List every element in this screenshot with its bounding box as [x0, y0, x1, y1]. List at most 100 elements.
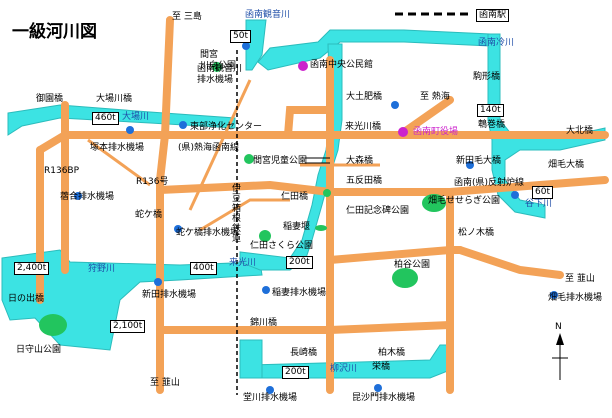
road-mid-right — [326, 246, 464, 264]
thin-road-kemo2 — [199, 198, 290, 232]
kanmiya-park-label: 間宮児童公園 — [253, 156, 308, 166]
kanami-higashi-label: 函南(県)反射炉線 — [454, 178, 525, 188]
r136-label: R136号 — [136, 177, 169, 187]
pump-stations — [74, 42, 558, 394]
vol-140t-label: 140t — [477, 104, 504, 117]
naka-pump-label: 蓿合排水機場 — [60, 192, 115, 202]
townhall-label: 函南町役場 — [413, 127, 459, 137]
hataake-park-label: 畑毛せせらぎ公園 — [428, 196, 501, 206]
to-nirayama-right-label: 至 韮山 — [565, 274, 595, 284]
omori-bridge-label: 大森橋 — [346, 156, 374, 166]
kanami-kannongawa-label: 函南観音川 — [245, 10, 291, 20]
yanagisawa-river-label: 柳沢川 — [330, 364, 358, 374]
kashiwagi-bridge-label: 柏木橋 — [378, 348, 406, 358]
hinode-bridge-label: 日の出橋 — [8, 294, 45, 304]
parks — [39, 62, 446, 336]
taniwashita-label: 谷下川 — [525, 199, 553, 209]
to-atami-label: 至 熱海 — [420, 92, 450, 102]
raikogawa-river — [239, 43, 343, 271]
vol-460t-label: 460t — [92, 112, 119, 125]
nita-sakura-park-marker — [259, 230, 271, 242]
vol-400t-label: 400t — [190, 262, 217, 275]
hajime-bridge-label: 長崎橋 — [290, 348, 318, 358]
road-nita — [156, 180, 334, 196]
kominkan-label: 函南中央公民館 — [310, 60, 374, 70]
ohba-river-label: 大場川 — [122, 112, 150, 122]
to-nirayama-left-label: 至 韮山 — [150, 378, 180, 388]
kanami-station-label: 函南駅 — [476, 9, 510, 22]
townhall-marker — [398, 127, 408, 137]
ken-atami-label: (県)熱海函南線 — [178, 143, 240, 153]
kiryu-bridge-label: 錦川橋 — [250, 318, 278, 328]
road-network — [36, 16, 609, 394]
kominkan-marker — [298, 61, 308, 71]
thin-road-tsukamoto — [87, 138, 151, 187]
taniwa-bridge-label: 鵯巻橋 — [478, 120, 506, 130]
raikogawa-label: 来光川 — [229, 258, 257, 268]
hataake-park-marker — [422, 194, 446, 212]
nita-kinen-park-marker — [323, 189, 331, 197]
matsunoki-bridge-label: 松ノ木橋 — [458, 228, 495, 238]
vol-50t-label: 50t — [230, 30, 251, 43]
hinomoriyama-park-label: 日守山公園 — [16, 345, 62, 355]
tobu-center-label: 東部浄化センター — [190, 122, 263, 132]
kashiwa-park-marker — [392, 268, 418, 288]
bottom-left-river — [239, 339, 263, 379]
map-title: 一級河川図 — [12, 22, 97, 42]
kanmiya-kawai-park-marker — [212, 62, 222, 72]
kanami-reigawa-label: 函南冷川 — [478, 38, 515, 48]
kanmiya-kawai-park-label: 間宮 川向公園 — [200, 50, 237, 71]
kariyagawa-label: 狩野川 — [88, 264, 116, 274]
north-arrow — [552, 333, 568, 380]
kanami-reigawa — [257, 29, 491, 71]
goshida-bridge-label: 五反田橋 — [346, 176, 383, 186]
otsuchimi-bridge-label: 大土肥橋 — [346, 92, 383, 102]
hataake-bridge-label: 畑毛大橋 — [548, 160, 585, 170]
road-r136bp-link — [36, 131, 69, 154]
mukaiyama-pump-label: 昆沙門排水機場 — [352, 393, 416, 403]
nita-kinen-park-label: 仁田記念碑公園 — [346, 206, 410, 216]
izu-hakone-label: 伊豆箱根鉄道 — [232, 184, 242, 244]
kannon-river — [245, 19, 267, 71]
ohkita-bridge-label: 大北橋 — [566, 126, 594, 136]
kyuno-bridge-label: 大場川橋 — [96, 94, 133, 104]
r136bp-label: R136BP — [44, 166, 80, 176]
shinkemo-bridge-label: 新田毛大橋 — [456, 156, 502, 166]
road-kominkan — [284, 106, 334, 139]
kemogawa-label: 蛇ケ橋 — [135, 210, 163, 220]
thin-road-kemo — [188, 79, 252, 211]
inazuma-pump-label: 稲妻排水機場 — [272, 288, 327, 298]
vol-60t-label: 60t — [532, 186, 553, 199]
north-label: N — [555, 322, 562, 332]
sanagawa-pump-label: 堂川排水機場 — [243, 393, 298, 403]
thin-roads — [87, 79, 380, 232]
kanmiya-park-marker — [244, 154, 254, 164]
koyanishi-bridge-label: 駒形橋 — [473, 72, 501, 82]
nisshin-bridge-label: 御園橋 — [36, 94, 64, 104]
road-far-right — [456, 246, 564, 279]
road-r136 — [156, 16, 174, 394]
shinden-pump-label: 新田排水機場 — [142, 290, 197, 300]
nita-sakura-park-label: 仁田さくら公園 — [250, 241, 314, 251]
road-bottom-horizontal — [156, 321, 454, 334]
hinomoriyama-park-marker — [39, 314, 67, 336]
kemogawa-pump-label: 蛇ケ橋排水機場 — [176, 228, 240, 238]
landmarks — [298, 61, 408, 137]
hataake-pump-label: 畑毛排水機場 — [548, 293, 603, 303]
inazuma-weir-label: 稲妻堰 — [283, 222, 311, 232]
raiko-bridge-label: 来光川橋 — [345, 122, 382, 132]
omori-bridge-mark — [305, 157, 330, 164]
sakae-bridge-label: 栄橋 — [372, 362, 391, 372]
nita-bridge-label: 仁田橋 — [281, 192, 309, 202]
tsukamoto-pump-label: 塚本排水機場 — [90, 143, 145, 153]
road-right-horizontal — [326, 176, 609, 196]
vol-2100t-label: 2,100t — [110, 320, 146, 333]
kashiwa-park-label: 柏谷公園 — [394, 260, 431, 270]
to-mishima-label: 至 三島 — [172, 12, 202, 22]
inazuma-weir-marker — [315, 225, 327, 231]
kannon-pump-label: 函南観音川 排水機場 — [197, 64, 243, 85]
vol-200t-a-label: 200t — [286, 256, 313, 269]
vol-200t-b-label: 200t — [282, 366, 309, 379]
vol-2400t-label: 2,400t — [14, 262, 50, 275]
